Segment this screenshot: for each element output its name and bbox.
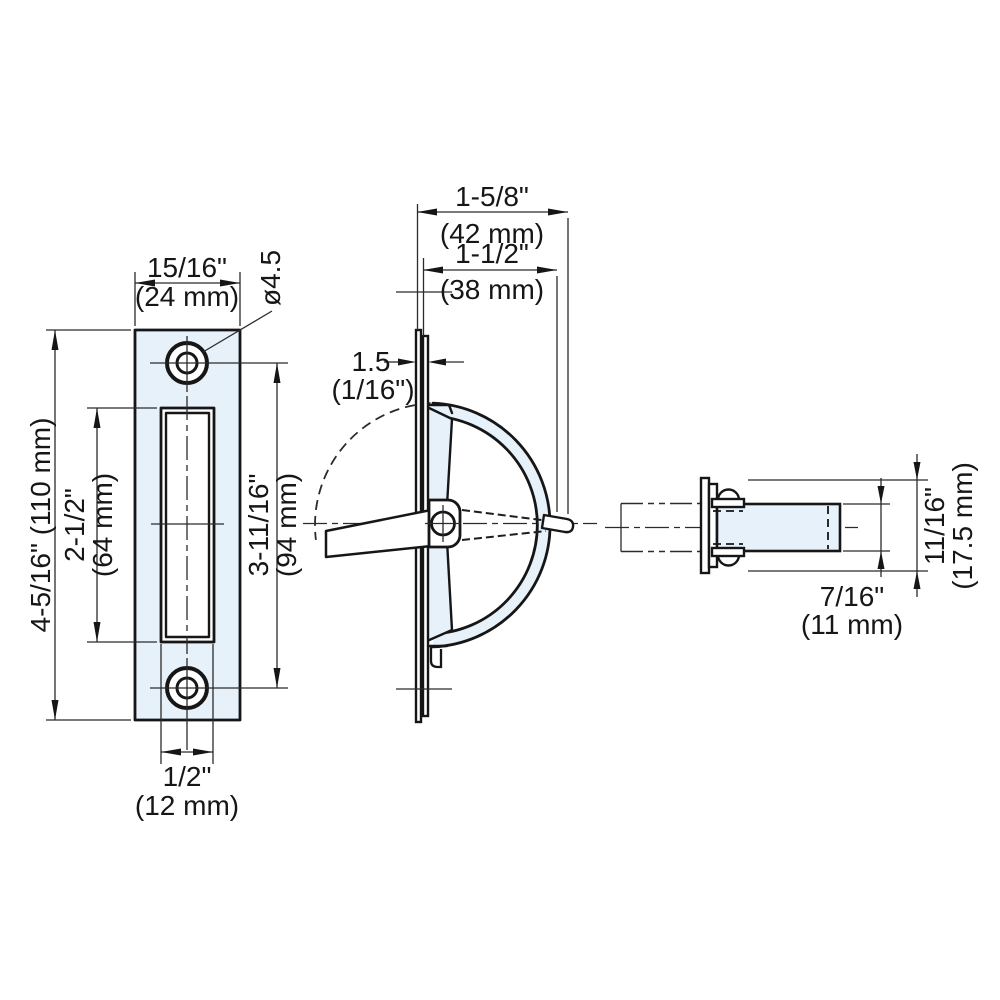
depth-body-mm: (38 mm) bbox=[440, 274, 544, 305]
end-body-height-mm: (11 mm) bbox=[801, 609, 903, 640]
front-width-inches: 15/16" bbox=[147, 252, 227, 283]
hole-spacing-inches: 3-11/16" bbox=[243, 474, 274, 577]
dim-slot-width: 1/2" (12 mm) bbox=[135, 644, 239, 821]
dim-depth-overall: 1-5/8" (42 mm) bbox=[416, 181, 569, 514]
cup-shell-fill bbox=[433, 403, 551, 647]
lever-closed-phantom bbox=[461, 509, 575, 541]
depth-overall-mm: (42 mm) bbox=[440, 218, 544, 249]
dim-end-body-height: 7/16" (11 mm) bbox=[801, 478, 903, 640]
thickness-mm: 1.5 bbox=[352, 346, 391, 377]
dim-hole-spacing: 3-11/16" (94 mm) bbox=[150, 362, 302, 689]
slot-width-inches: 1/2" bbox=[163, 761, 212, 792]
cup-top-step bbox=[447, 403, 454, 415]
depth-overall-inches: 1-5/8" bbox=[455, 181, 529, 212]
end-overall-height-mm: (17.5 mm) bbox=[947, 462, 978, 590]
front-view: 15/16" (24 mm) ø4.5 4-5/16" (110 mm) 2-1… bbox=[25, 250, 302, 821]
dim-depth-body: 1-1/2" (38 mm) bbox=[422, 238, 558, 512]
screw-hole-bottom bbox=[165, 658, 209, 750]
end-overall-height-inches: 11/16" bbox=[919, 487, 950, 565]
dim-front-width: 15/16" (24 mm) bbox=[134, 252, 241, 326]
dim-end-overall-height: 11/16" (17.5 mm) bbox=[748, 454, 978, 597]
slot-width-mm: (12 mm) bbox=[135, 790, 239, 821]
front-width-mm: (24 mm) bbox=[135, 281, 239, 312]
slot-height-mm: (64 mm) bbox=[87, 473, 118, 577]
end-body-height-inches: 7/16" bbox=[820, 581, 884, 612]
dim-slot-height: 2-1/2" (64 mm) bbox=[59, 407, 157, 643]
dim-hole-diameter: ø4.5 bbox=[202, 250, 286, 353]
flange-outer-leaf bbox=[699, 476, 711, 575]
cup-inner-arc bbox=[431, 414, 539, 636]
latch-rod-phantom bbox=[620, 502, 700, 553]
latch-body bbox=[715, 502, 842, 553]
slot-height-inches: 2-1/2" bbox=[59, 488, 90, 562]
lever-tip-tab bbox=[540, 513, 575, 534]
spring-clip-top bbox=[710, 488, 746, 512]
hole-spacing-mm: (94 mm) bbox=[271, 473, 302, 577]
thickness-inches: (1/16") bbox=[331, 374, 414, 405]
cup-bottom-hook bbox=[429, 646, 443, 669]
dim-front-height: 4-5/16" (110 mm) bbox=[25, 329, 131, 721]
dim-plate-thickness: 1.5 (1/16") bbox=[331, 346, 464, 405]
side-view: 1-5/8" (42 mm) 1-1/2" (38 mm) 1.5 (1/16"… bbox=[303, 181, 597, 724]
end-view: 7/16" (11 mm) 11/16" (17.5 mm) bbox=[605, 454, 978, 640]
spring-clip-bottom bbox=[710, 543, 746, 567]
hole-diameter-label: ø4.5 bbox=[255, 250, 286, 306]
depth-body-inches: 1-1/2" bbox=[455, 238, 529, 269]
cup-swung-phantom-arc bbox=[314, 402, 431, 541]
front-height-label: 4-5/16" (110 mm) bbox=[25, 418, 56, 633]
